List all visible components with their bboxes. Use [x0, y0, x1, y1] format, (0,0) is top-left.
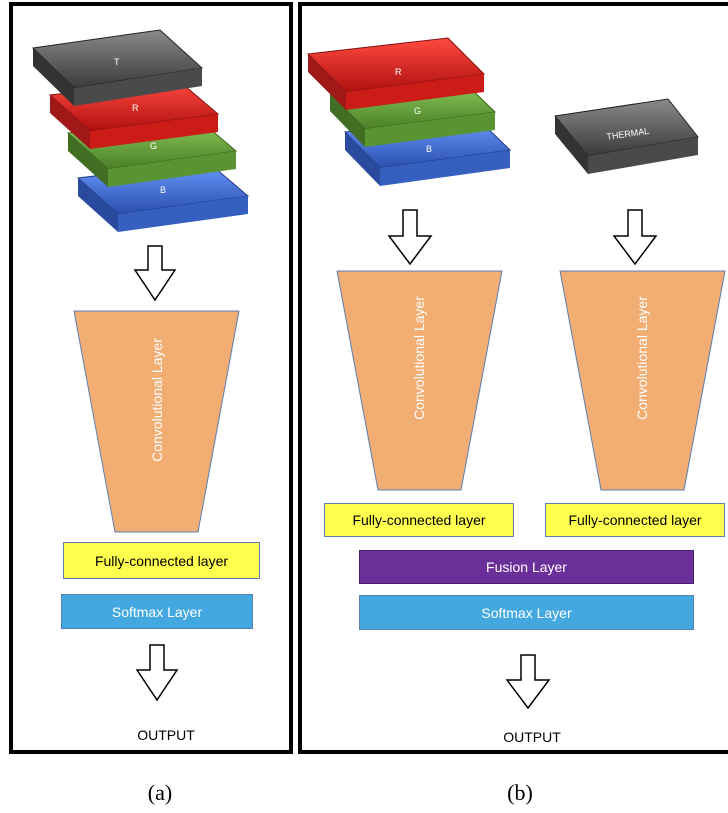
softmax-a-label: Softmax Layer: [111, 603, 203, 620]
fully-connected-layer-left: Fully-connected layer: [324, 503, 514, 537]
output-label-a: OUTPUT: [137, 727, 195, 743]
plate-b-label: B: [426, 144, 432, 154]
conv-layer-a: [73, 310, 240, 533]
down-arrow-icon: [133, 245, 177, 302]
conv-layer-a-label: Convolutional Layer: [149, 338, 165, 462]
output-label-b: OUTPUT: [503, 729, 561, 745]
plate-r-label: R: [395, 67, 402, 77]
caption-b: (b): [507, 780, 533, 805]
fc-left-label: Fully-connected layer: [352, 512, 486, 528]
fusion-label: Fusion Layer: [486, 559, 567, 575]
plate-b-label: B: [160, 185, 166, 195]
softmax-b-label: Softmax Layer: [481, 604, 572, 621]
plate-g-label: G: [150, 141, 157, 151]
conv-layer-left: [336, 270, 503, 491]
plate-r-b: R: [306, 37, 486, 110]
down-arrow-icon: [135, 644, 179, 702]
down-arrow-icon: [505, 654, 551, 710]
softmax-layer-b: Softmax Layer: [359, 595, 694, 630]
plate-r-label: R: [132, 103, 139, 113]
fc-a-label: Fully-connected layer: [94, 552, 229, 569]
down-arrow-icon: [612, 209, 658, 266]
conv-layer-left-label: Convolutional Layer: [411, 296, 427, 420]
fc-right-label: Fully-connected layer: [568, 512, 702, 528]
plate-t-a: T: [31, 29, 204, 106]
fusion-layer: Fusion Layer: [359, 550, 694, 584]
plate-t-label: T: [114, 57, 120, 67]
softmax-layer-a: Softmax Layer: [61, 594, 253, 629]
conv-layer-right: [559, 270, 726, 491]
fully-connected-layer-right: Fully-connected layer: [545, 503, 725, 537]
caption-a: (a): [147, 780, 173, 805]
plate-g-label: G: [414, 106, 421, 116]
plate-thermal: THERMAL: [554, 98, 699, 174]
down-arrow-icon: [387, 209, 433, 266]
conv-layer-right-label: Convolutional Layer: [634, 296, 650, 420]
fully-connected-layer-a: Fully-connected layer: [63, 542, 260, 579]
